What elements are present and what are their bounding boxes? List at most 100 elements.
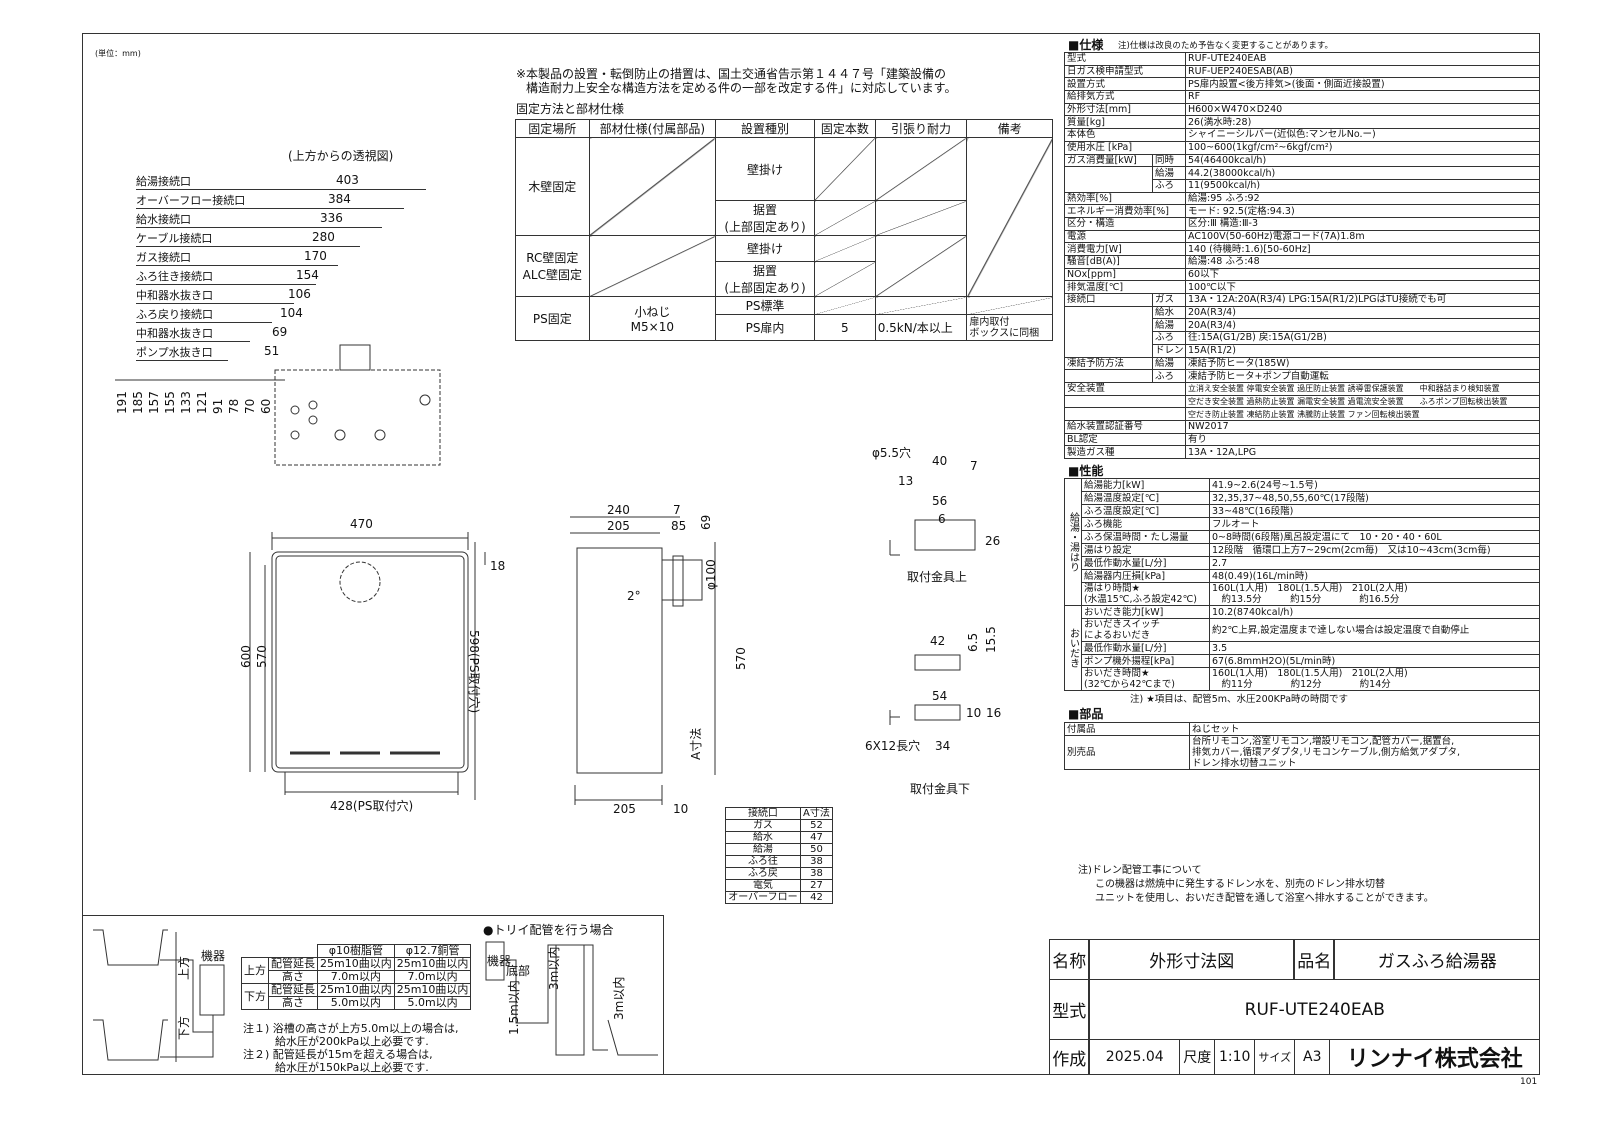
spec-sublabel: 給湯	[1151, 318, 1187, 333]
spec-value: 44.2(38000kcal/h)	[1185, 166, 1540, 180]
spec-value: 100~600(1kgf/cm²~6kgf/cm²)	[1185, 140, 1540, 155]
dim-7: 7	[673, 503, 681, 517]
performance-label: 湯はり設定	[1081, 543, 1210, 557]
bracket-bottom-16: 16	[986, 706, 1001, 720]
scale-label: 尺度	[1179, 1039, 1216, 1076]
fixing-header: 固定場所	[515, 119, 590, 138]
front-view-drawing: 470 18 600 570 598(PS取付穴) 428(PS取付穴)	[239, 517, 505, 813]
unit-label: (単位：mm)	[95, 49, 141, 58]
a-table-cell: ふろ往	[725, 855, 801, 868]
connection-label: 中和器水抜き口	[136, 327, 213, 340]
spec-label: エネルギー消費効率[%]	[1063, 204, 1187, 218]
dimension-line	[136, 246, 360, 247]
piping-panel	[82, 915, 664, 1075]
fix-count: 5	[813, 314, 876, 341]
vertical-dim: 91	[211, 399, 225, 414]
piping-cell: 高さ	[268, 996, 318, 1010]
performance-value: フルオート	[1209, 517, 1540, 531]
spec-label: 区分・構造	[1063, 216, 1187, 231]
bracket-bottom-34: 34	[935, 739, 950, 753]
spec-label: 給排気方式	[1063, 90, 1187, 104]
spec-value: 往:15A(G1/2B) 戻:15A(G1/2B)	[1185, 331, 1540, 345]
performance-value: 12段階 循環口上方7~29cm(2cm毎) 又は10~43cm(3cm毎)	[1209, 543, 1540, 557]
dim-width: 470	[350, 517, 373, 531]
type-wall: 壁掛け	[715, 137, 815, 201]
spec-value: AC100V(50-60Hz)電源コード(7A)1.8m	[1185, 229, 1540, 244]
dim-205: 205	[607, 519, 630, 533]
spec-label	[1064, 344, 1153, 357]
spec-value: H600×W470×D240	[1185, 102, 1540, 117]
bracket-bottom-slot: 6X12長穴	[865, 738, 920, 753]
connection-label: ポンプ水抜き口	[136, 346, 213, 359]
dim-top: 18	[490, 559, 505, 573]
spec-label: 安全装置	[1063, 381, 1187, 396]
dim-pipe: φ100	[704, 559, 718, 590]
spec-row: 消費電力[W]140 (待機時:1.6)[50-60Hz]	[1063, 242, 1540, 256]
performance-value: 160L(1人用) 180L(1.5人用) 210L(2人用) 約13.5分 約…	[1209, 582, 1540, 606]
model-label: 型式	[1049, 979, 1090, 1041]
spec-value: 立消え安全装置 停電安全装置 過圧防止装置 誘導雷保護装置 中和器詰まり検知装置	[1185, 381, 1540, 396]
spec-row: ふろ凍結予防ヒータ+ポンプ自動運転	[1064, 369, 1540, 383]
spec-row: 区分・構造区分:Ⅲ 構造:Ⅲ-3	[1063, 216, 1540, 231]
a-table-header: 接続口	[725, 807, 801, 820]
date-value: 2025.04	[1089, 1039, 1181, 1076]
spec-label	[1064, 369, 1153, 383]
na-cell	[874, 296, 968, 315]
spec-row: 空だき防止装置 凍結防止装置 沸騰防止装置 ファン回転検出装置	[1063, 407, 1540, 421]
bracket-top-hole: φ5.5穴	[872, 445, 911, 460]
spec-label: 消費電力[W]	[1063, 242, 1187, 256]
scale-value: 1:10	[1214, 1039, 1256, 1076]
size-label: サイズ	[1254, 1039, 1296, 1076]
spec-heading: ■仕様	[1068, 38, 1104, 52]
performance-label: おいだき時間★ (32℃から42℃まで)	[1081, 667, 1210, 691]
type-ps-std: PS標準	[715, 296, 815, 315]
performance-row: 最低作動水量[L/分]2.7	[1065, 556, 1540, 570]
spec-label: 日ガス検申請型式	[1063, 64, 1187, 79]
dim-3m: 3m以内	[547, 947, 561, 990]
spec-value: 20A(R3/4)	[1185, 305, 1540, 320]
company-name: リンナイ株式会社	[1329, 1039, 1541, 1076]
performance-label: 湯はり時間★ (水温15℃,ふろ設定42℃)	[1081, 582, 1210, 606]
spec-row: 熱効率[%]給湯:95 ふろ:92	[1063, 191, 1540, 206]
device-label: 機器	[487, 953, 511, 968]
dim-69: 69	[699, 515, 713, 530]
fixing-wood: 木壁固定	[515, 137, 590, 236]
spec-value: 140 (待機時:1.6)[50-60Hz]	[1185, 242, 1540, 256]
spec-value: 空だき防止装置 凍結防止装置 沸騰防止装置 ファン回転検出装置	[1185, 407, 1540, 421]
spec-row: 本体色シャイニーシルバー(近似色:マンセルNo.ー)	[1063, 128, 1540, 142]
piping-header	[269, 945, 318, 958]
connection-label: ケーブル接続口	[136, 232, 213, 245]
dimension-line	[136, 189, 426, 190]
bracket-bottom-caption: 取付金具下	[910, 781, 970, 796]
performance-value: 32,35,37~48,50,55,60℃(17段階)	[1209, 491, 1540, 505]
performance-value: 2.7	[1209, 556, 1540, 570]
connection-label: 中和器水抜き口	[136, 289, 213, 302]
spec-value: RUF-UTE240EAB	[1185, 52, 1540, 66]
bracket-bottom-10: 10	[966, 706, 981, 720]
performance-row: おいだき時間★ (32℃から42℃まで)160L(1人用) 180L(1.5人用…	[1065, 667, 1540, 691]
fix-strength: 0.5kN/本以上	[874, 314, 968, 341]
spec-value: 給湯:48 ふろ:48	[1185, 255, 1540, 269]
made-label: 作成	[1049, 1039, 1090, 1076]
performance-row: 給湯・湯はり給湯能力[kW]41.9~2.6(24号~1.5号)	[1064, 478, 1540, 606]
fixing-header: 固定本数	[813, 119, 876, 138]
spec-value: 20A(R3/4)	[1185, 318, 1540, 333]
connection-dim: 104	[280, 306, 303, 320]
spec-value: 15A(R1/2)	[1185, 343, 1540, 358]
performance-label: ポンプ機外揚程[kPa]	[1081, 654, 1210, 668]
performance-label: ふろ機能	[1081, 517, 1210, 531]
type-floor: 据置(上部固定あり)	[715, 261, 815, 297]
parts-row: 付属品ねじセット	[1064, 722, 1540, 736]
a-table-cell: ふろ戻	[725, 867, 801, 880]
dimension-line	[136, 265, 338, 266]
